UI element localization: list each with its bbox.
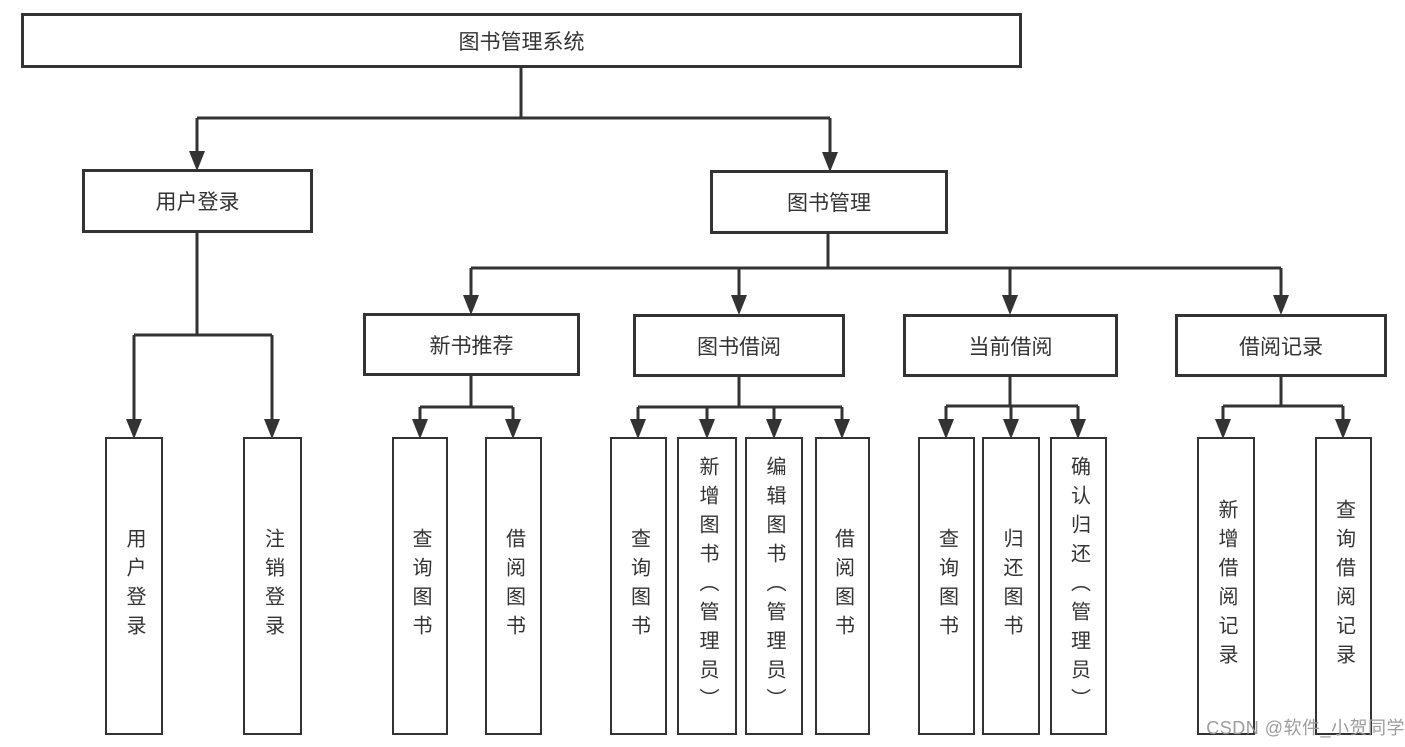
arrowhead-icon: [938, 419, 1086, 439]
node-label: 编辑图书（管理员）: [763, 455, 785, 717]
connector-bookmgmt-to-level3: [463, 233, 1289, 315]
node-leaf-borrow-add-admin: 新增图书（管理员）: [677, 437, 737, 735]
connector-root-to-level2: [189, 67, 838, 172]
node-label: 用户登录: [155, 191, 240, 214]
node-leaf-newbook-borrow: 借阅图书: [485, 437, 542, 735]
node-leaf-current-return: 归还图书: [982, 437, 1040, 735]
node-label: 借阅图书: [831, 528, 854, 644]
node-label: 新增图书（管理员）: [696, 455, 718, 717]
node-label: 图书管理: [787, 192, 871, 215]
node-label: 归还图书: [1000, 528, 1022, 644]
node-label: 新书推荐: [429, 334, 514, 358]
node-label: 借阅记录: [1239, 335, 1323, 359]
node-current-borrow: 当前借阅: [903, 314, 1118, 377]
connector-userlogin-to-leaves: [126, 232, 280, 439]
node-label: 借阅图书: [502, 528, 525, 644]
node-leaf-newbook-query: 查询图书: [392, 437, 448, 735]
connector-bookborrow-to-leaves: [630, 377, 850, 439]
node-label: 用户登录: [123, 528, 145, 644]
connector-newbooks-to-leaves: [412, 375, 521, 439]
node-root-system: 图书管理系统: [21, 13, 1022, 68]
node-leaf-current-query: 查询图书: [918, 437, 975, 735]
node-label: 新增借阅记录: [1215, 499, 1237, 673]
node-book-borrow: 图书借阅: [633, 314, 845, 377]
node-leaf-borrow-edit-admin: 编辑图书（管理员）: [745, 437, 803, 735]
node-borrow-records: 借阅记录: [1175, 314, 1387, 377]
node-label: 图书管理系统: [458, 30, 585, 54]
node-user-login: 用户登录: [82, 169, 313, 233]
connector-records-to-leaves: [1215, 377, 1351, 439]
node-label: 查询图书: [627, 528, 650, 644]
node-leaf-record-add: 新增借阅记录: [1197, 437, 1255, 735]
node-label: 查询图书: [409, 528, 431, 644]
arrowhead-icon: [463, 295, 1289, 315]
node-label: 查询借阅记录: [1332, 499, 1355, 673]
node-leaf-borrow-borrow: 借阅图书: [815, 437, 870, 735]
node-label: 注销登录: [261, 528, 284, 644]
node-leaf-borrow-query: 查询图书: [610, 437, 667, 735]
node-leaf-user-login: 用户登录: [105, 437, 163, 735]
connector-currentborrow-to-leaves: [938, 376, 1086, 439]
arrowhead-icon: [126, 419, 280, 439]
node-book-management: 图书管理: [710, 170, 948, 234]
node-new-book-recommend: 新书推荐: [363, 313, 580, 376]
node-leaf-record-query: 查询借阅记录: [1315, 437, 1372, 735]
node-leaf-logout: 注销登录: [243, 437, 302, 735]
csdn-watermark: CSDN @软件_小贺同学: [1206, 718, 1405, 738]
node-leaf-current-confirm-admin: 确认归还（管理员）: [1050, 437, 1107, 735]
arrowhead-icon: [1215, 419, 1351, 439]
node-label: 确认归还（管理员）: [1067, 455, 1090, 717]
node-label: 查询图书: [935, 528, 958, 644]
arrowhead-icon: [412, 419, 521, 439]
node-label: 当前借阅: [968, 335, 1053, 359]
arrowhead-icon: [630, 419, 850, 439]
node-label: 图书借阅: [697, 335, 781, 359]
